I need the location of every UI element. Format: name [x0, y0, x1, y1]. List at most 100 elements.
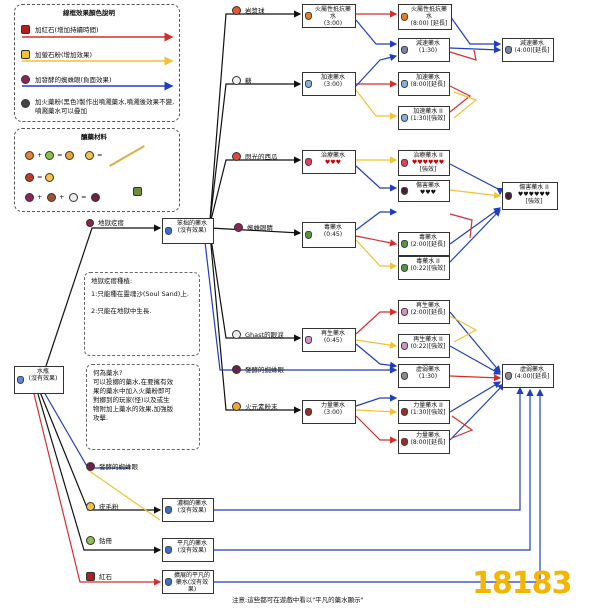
potion-icon: [305, 12, 312, 20]
potion-icon: [401, 308, 408, 316]
nether-note-line-1: 1:只能種在靈魂沙(Soul Sand)上.: [91, 290, 189, 298]
ingredient-blaze: 火元素粉末: [245, 403, 278, 411]
potion-icon: [305, 408, 312, 416]
potion-strength-ext: 力量藥水(8:00)[延長]: [398, 430, 450, 454]
ingredient-melon: 閃光的西瓜: [245, 153, 278, 161]
water-bottle-box: 水瓶 (沒有效果): [14, 366, 64, 394]
nether-wart-icon: [86, 219, 94, 227]
potion-fire-resistance-ext: 火屬性抵抗藥水(8:00) [延長]: [398, 4, 452, 30]
redstone-icon: [21, 25, 30, 34]
ingredient-redstone: 紅石: [99, 573, 112, 581]
potion-icon: [505, 192, 512, 200]
ingredient-glow: 鈷冊: [99, 537, 112, 545]
potion-icon: [401, 114, 408, 122]
watermark-18183: 18183: [472, 566, 572, 601]
potion-mundane: 平凡的藥水(沒有效果): [162, 538, 214, 562]
nether-note-line-2: 2:只能在地獄中生長.: [91, 307, 152, 315]
potion-icon: [401, 187, 408, 195]
gold-nugget-icon-2: [45, 173, 54, 182]
potion-icon: [305, 80, 312, 88]
potion-icon: [401, 159, 408, 167]
melon-slice-icon: [45, 151, 54, 160]
ingredient-wart: 疣毛粉: [99, 503, 119, 511]
potion-icon: [401, 240, 408, 248]
gunpowder-icon: [21, 99, 30, 108]
potion-mundane-extended: 擴展的平凡的藥水(沒有效果): [162, 570, 214, 594]
potion-icon: [165, 227, 172, 235]
potion-strength-2: 力量藥水 II(1:30)[強效]: [398, 400, 450, 424]
nether-wart-note: 地獄疙瘩種植: 1:只能種在靈魂沙(Soul Sand)上. 2:只能在地獄中生…: [84, 272, 200, 356]
potion-icon: [305, 336, 312, 344]
potion-weakness-ext: 虛弱藥水(4:00)[延長]: [502, 364, 554, 388]
potion-icon: [401, 264, 408, 272]
sugar-icon: [69, 193, 78, 202]
potion-slowness-ext: 減速藥水(4:00)[延長]: [502, 38, 554, 62]
legend-item-glowstone: 加螢石粉(增加效果): [35, 51, 93, 59]
ingredient-mix-icon: [86, 536, 95, 545]
fermented-spider-eye-icon: [91, 193, 100, 202]
potion-icon: [165, 506, 172, 514]
orange-icon: [25, 151, 34, 160]
fermented-eye-icon-3: [86, 462, 95, 471]
potion-icon: [165, 578, 172, 586]
potion-slowness: 減速藥水(1:30): [398, 38, 450, 62]
potion-thick: 濃稠的藥水(沒有效果): [162, 498, 214, 522]
spider-eye-icon: [25, 193, 34, 202]
gold-nugget-icon: [85, 151, 94, 160]
potion-poison-ext: 毒藥水(2:00)[延長]: [398, 232, 450, 256]
potion-poison: 毒藥水(0:45): [302, 222, 356, 248]
legend-item-gunpowder: 加火藥粉(黑色)製作出噴濺藥水,噴濺後效果不變,噴濺藥水可以疊加: [35, 98, 175, 115]
potion-swiftness: 加速藥水(3:00): [302, 72, 356, 96]
potion-healing-2: 治療藥水 II♥♥♥♥♥♥[強效]: [398, 150, 450, 176]
stem-icon: [133, 187, 142, 196]
footer-note: 注意:這些都可在遊戲中看以"平凡的藥水顯示": [232, 596, 364, 604]
water-name: 水瓶: [36, 368, 49, 375]
blaze-powder-icon: [65, 151, 74, 160]
potion-icon: [401, 13, 408, 21]
splash-note-line-1: 何為藥水?: [93, 369, 123, 377]
potion-poison-2: 毒藥水 II(0:22)[強效]: [398, 256, 450, 280]
legend-title: 線框效果顏色說明: [63, 9, 115, 17]
splash-note-line-2: 可以投擲的藥水,在要擁有效: [93, 378, 174, 386]
potion-harming-2: 傷害藥水 II♥♥♥♥♥♥[強效]: [502, 182, 558, 210]
blaze-powder-icon-2: [232, 402, 241, 411]
potion-swiftness-ext: 加速藥水(8:00)[延長]: [398, 72, 450, 96]
ingredient-fermented: 發酵的蜘蛛眼: [245, 366, 284, 374]
potion-swiftness-2: 加速藥水 II(1:30)[強效]: [398, 106, 450, 130]
mushroom-icon: [47, 193, 56, 202]
potion-harming: 傷害藥水♥♥♥: [398, 180, 450, 202]
glistering-melon-icon: [232, 152, 241, 161]
splash-note-line-4: 對擲到的玩家(怪)以及或生: [93, 396, 170, 404]
potion-icon: [305, 231, 312, 239]
potion-icon: [165, 546, 172, 554]
melon-icon: [25, 173, 34, 182]
ghast-tear-icon: [232, 330, 241, 339]
water-sub: (沒有效果): [28, 375, 58, 382]
potion-regeneration: 再生藥水(0:45): [302, 328, 356, 352]
ingredient-magma: 岩漿球: [245, 7, 265, 15]
potion-icon: [505, 46, 512, 54]
potion-weakness: 虛弱藥水(1:30): [398, 364, 450, 388]
nether-wart-label: 地獄疙瘩: [98, 219, 124, 227]
blaze-rod-icon: [109, 145, 145, 167]
legend-item-fermented: 加發酵的蜘蛛眼(負面效果): [35, 76, 112, 84]
potion-icon: [401, 372, 408, 380]
splash-potion-note: 何為藥水? 可以投擲的藥水,在要擁有效 果的藥水中加入火藥粉即可 對擲到的玩家(…: [86, 364, 200, 450]
water-bottle-icon: [17, 376, 24, 384]
legend-item-redstone: 加紅石(增加持續時間): [35, 26, 99, 34]
potion-healing: 治療藥水♥♥♥: [302, 150, 356, 174]
sugar-icon-2: [232, 76, 241, 85]
potion-icon: [401, 80, 408, 88]
potion-icon: [401, 46, 408, 54]
splash-note-line-6: 攻擊.: [93, 414, 109, 422]
awkward-sub: (沒有效果): [177, 227, 207, 234]
potion-icon: [401, 408, 408, 416]
potion-fire-resistance: 火屬性抵抗藥水(3:00): [302, 4, 356, 28]
materials-box: 釀藥材料 + = = = + + =: [14, 128, 180, 212]
ingredient-fermented-2: 發酵的蜘蛛眼: [99, 463, 138, 471]
awkward-potion-box: 笨拙的藥水 (沒有效果): [162, 218, 214, 244]
magma-cream-icon: [232, 6, 241, 15]
potion-strength: 力量藥水(3:00): [302, 400, 356, 424]
potion-icon: [401, 342, 408, 350]
